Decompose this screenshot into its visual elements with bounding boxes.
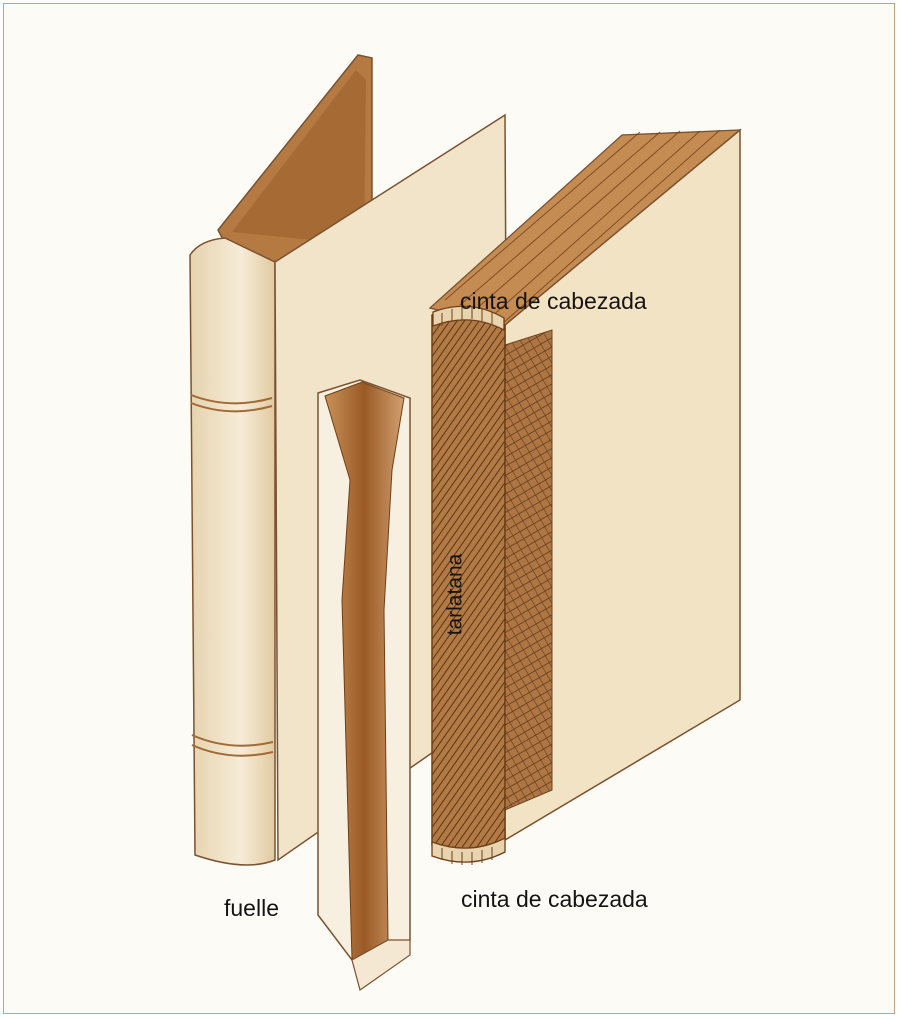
left-book-spine <box>190 238 275 865</box>
label-mull: tarlatana <box>444 554 465 636</box>
mull-tarlatana <box>505 330 552 810</box>
gusset-fuelle <box>318 380 410 990</box>
label-gusset: fuelle <box>224 897 279 920</box>
label-headband-top: cinta de cabezada <box>460 290 647 313</box>
label-headband-bottom: cinta de cabezada <box>461 888 648 911</box>
